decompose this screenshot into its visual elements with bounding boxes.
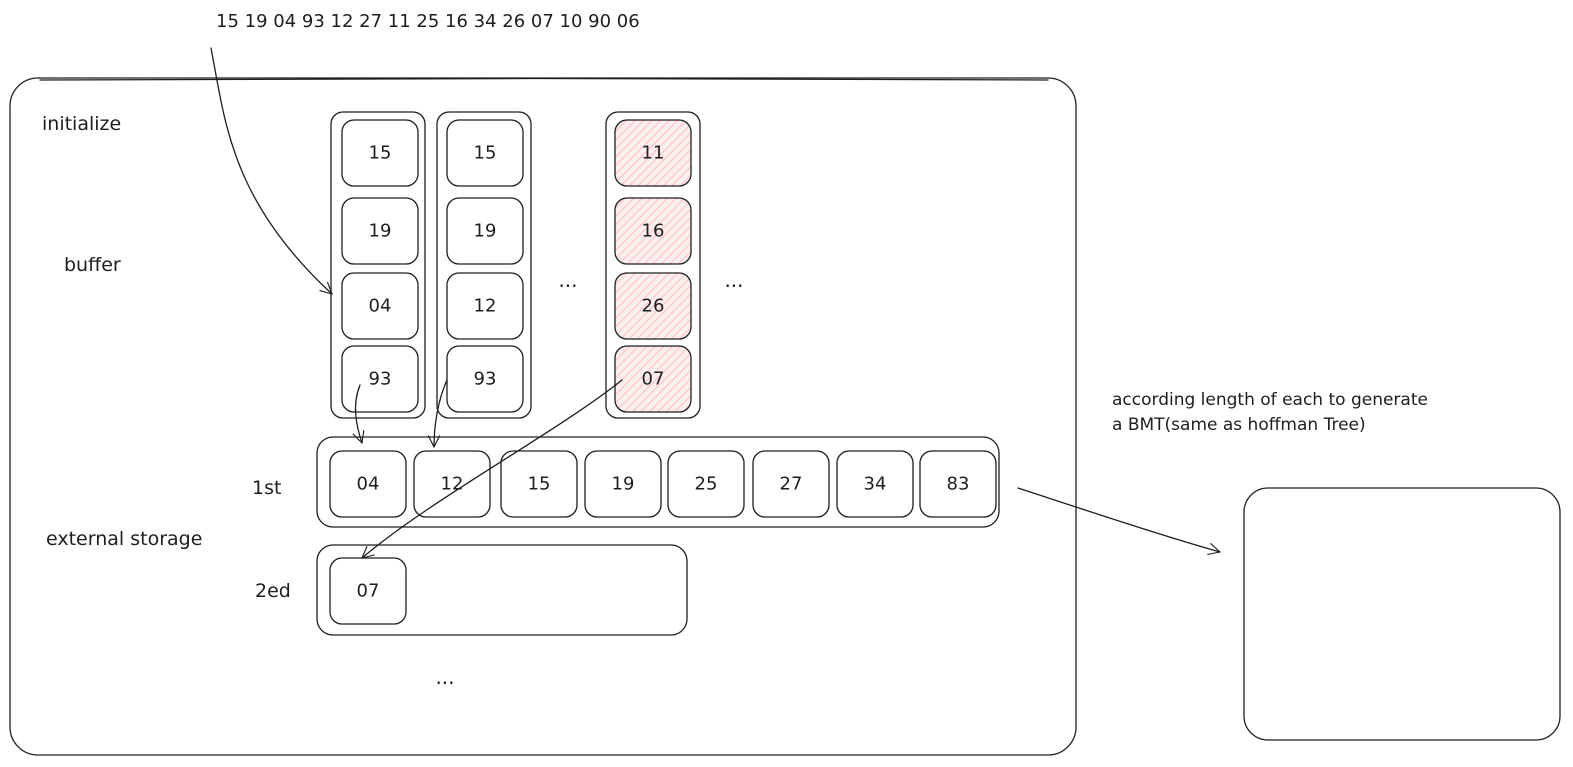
- input-arrow: [210, 47, 333, 295]
- run-first-cell-4: 19: [584, 450, 662, 518]
- bmt-note-line-1: according length of each to generate: [1112, 390, 1428, 410]
- cell-value: 04: [369, 296, 392, 317]
- cell-box: [614, 119, 692, 187]
- buffer-cell-c3-r4: 07: [614, 345, 692, 413]
- cell-box: [446, 119, 524, 187]
- cell-value: 25: [695, 474, 718, 495]
- run-second-label: 2ed: [255, 580, 291, 602]
- buffer-cell-c3-r3: 26: [614, 272, 692, 340]
- arrow-col1-to-first-run: [352, 384, 365, 444]
- cell-value: 15: [369, 143, 392, 164]
- cell-value: 16: [642, 221, 665, 242]
- cell-box: [584, 450, 662, 518]
- initialize-label: initialize: [42, 113, 121, 135]
- cell-value: 93: [369, 369, 392, 390]
- cell-box: [667, 450, 745, 518]
- buffer-cell-c2-r1: 15: [446, 119, 524, 187]
- run-first-cell-6: 27: [752, 450, 830, 518]
- cell-value: 11: [642, 143, 665, 164]
- cell-value: 27: [780, 474, 803, 495]
- run-first-cell-1: 04: [329, 450, 407, 518]
- cell-value: 26: [642, 296, 665, 317]
- cell-box: [341, 119, 419, 187]
- cell-value: 12: [474, 296, 497, 317]
- buffer-cell-c1-r1: 15: [341, 119, 419, 187]
- buffer-cell-c3-r2: 16: [614, 197, 692, 265]
- run-first-cell-5: 25: [667, 450, 745, 518]
- cell-value: 04: [357, 474, 380, 495]
- cell-box: [413, 450, 491, 518]
- cell-value: 07: [357, 581, 380, 602]
- cell-box: [341, 197, 419, 265]
- run-second-cell-1: 07: [329, 557, 407, 625]
- cell-value: 15: [528, 474, 551, 495]
- buffer-cell-c1-r4: 93: [341, 345, 419, 413]
- run-first-cell-3: 15: [500, 450, 578, 518]
- run-first-cell-2: 12: [413, 450, 491, 518]
- buffer-cell-c2-r2: 19: [446, 197, 524, 265]
- run-first-container: [316, 436, 1000, 528]
- run-first-label: 1st: [252, 477, 281, 499]
- buffer-ellipsis-middle: ...: [558, 268, 577, 292]
- runs-ellipsis: ...: [435, 665, 454, 689]
- cell-box: [341, 345, 419, 413]
- buffer-cell-c2-r4: 93: [446, 345, 524, 413]
- run-second-cells: 07: [329, 557, 407, 625]
- cell-box: [341, 272, 419, 340]
- arrow-col3-to-second-run: [361, 379, 623, 559]
- buffer-column-1: [330, 111, 426, 419]
- cell-box: [919, 450, 997, 518]
- run-first-cell-7: 34: [836, 450, 914, 518]
- cell-value: 15: [474, 143, 497, 164]
- cell-value: 19: [474, 221, 497, 242]
- cell-value: 12: [441, 474, 464, 495]
- buffer-cell-c2-r3: 12: [446, 272, 524, 340]
- buffer-column-2: [436, 111, 532, 419]
- buffer-cell-c1-r2: 19: [341, 197, 419, 265]
- cell-value: 83: [947, 474, 970, 495]
- cell-box: [614, 197, 692, 265]
- cell-box: [752, 450, 830, 518]
- cell-value: 19: [369, 221, 392, 242]
- main-container-sketch-line: [39, 77, 1049, 81]
- cell-box: [500, 450, 578, 518]
- cell-box: [446, 345, 524, 413]
- buffer-ellipsis-right: ...: [724, 268, 743, 292]
- arrow-col2-to-first-run: [427, 379, 448, 448]
- cell-value: 19: [612, 474, 635, 495]
- cell-box: [446, 272, 524, 340]
- bmt-note-line-2: a BMT(same as hoffman Tree): [1112, 415, 1366, 435]
- run-first-cells: 04 12 15 19 25 27 34 83: [329, 450, 997, 518]
- cell-value: 93: [474, 369, 497, 390]
- cell-box: [836, 450, 914, 518]
- buffer-cells: 15 19 04 93 15 19 12 93 11 16 26 07: [341, 119, 692, 413]
- buffer-cell-c3-r1: 11: [614, 119, 692, 187]
- cell-box: [329, 450, 407, 518]
- cell-value: 34: [864, 474, 887, 495]
- main-container: [9, 77, 1077, 756]
- buffer-label: buffer: [64, 254, 121, 276]
- input-sequence: 15 19 04 93 12 27 11 25 16 34 26 07 10 9…: [216, 11, 640, 32]
- external-storage-label: external storage: [46, 528, 202, 550]
- bmt-box: [1243, 487, 1561, 741]
- cell-value: 07: [642, 369, 665, 390]
- cell-box: [614, 272, 692, 340]
- buffer-column-3: [605, 111, 701, 419]
- cell-box: [446, 197, 524, 265]
- arrow-to-bmt: [1017, 487, 1221, 555]
- run-first-cell-8: 83: [919, 450, 997, 518]
- run-second-container: [316, 544, 688, 636]
- buffer-cell-c1-r3: 04: [341, 272, 419, 340]
- cell-box: [614, 345, 692, 413]
